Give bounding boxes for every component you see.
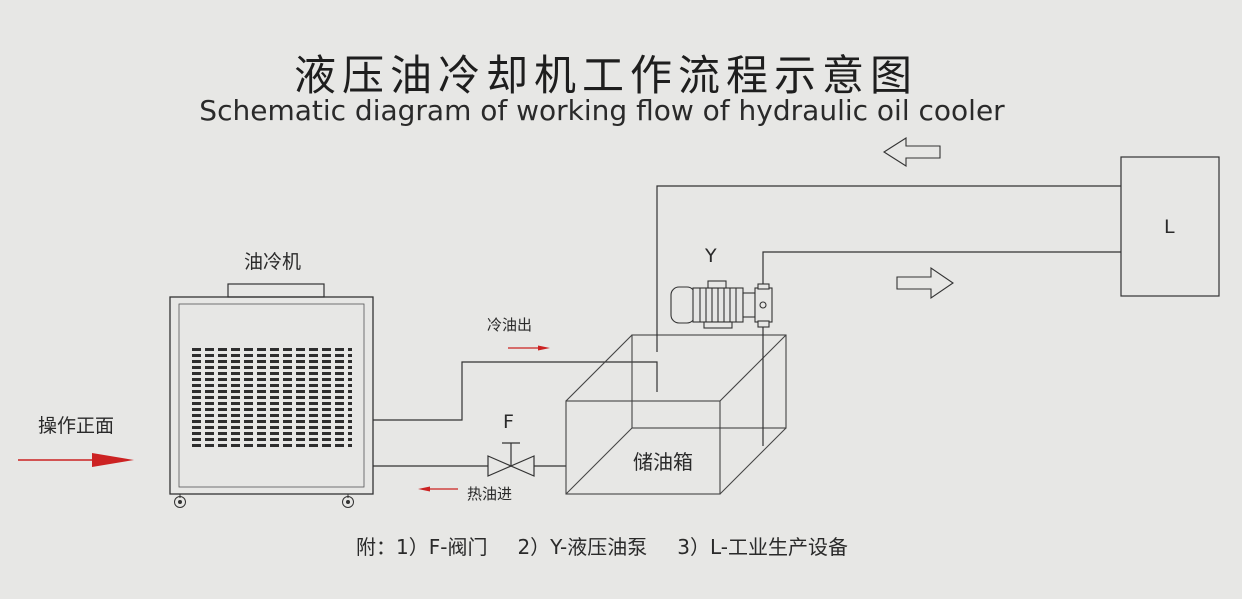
oil-tank-label: 储油箱 bbox=[633, 450, 693, 474]
return-pipe bbox=[656, 185, 1121, 352]
return-flow-hollow-arrow bbox=[882, 136, 941, 168]
cold-oil-out-pipe bbox=[373, 361, 658, 421]
chiller-wheel-left bbox=[174, 494, 186, 508]
supply-flow-hollow-arrow bbox=[896, 266, 954, 300]
oil-tank bbox=[565, 334, 787, 495]
operate-front-arrow bbox=[18, 453, 134, 467]
chiller-wheel-right bbox=[342, 494, 354, 508]
chiller-inner-frame bbox=[178, 303, 365, 488]
legend-prefix: 附： bbox=[356, 535, 396, 559]
equipment-l-label: L bbox=[1164, 216, 1175, 238]
equipment-l-box bbox=[1120, 156, 1220, 297]
pump-discharge-pipe bbox=[762, 251, 1121, 284]
chiller-body bbox=[169, 296, 374, 495]
valve-f-symbol bbox=[487, 442, 535, 477]
hot-oil-in-label: 热油进 bbox=[467, 485, 513, 503]
diagram-title-cn: 液压油冷却机工作流程示意图 bbox=[293, 51, 918, 100]
hot-oil-flow-arrow bbox=[418, 486, 458, 492]
legend-item-equipment: 3）L-工业生产设备 bbox=[677, 535, 848, 559]
oil-chiller-unit bbox=[169, 283, 374, 508]
legend-notes: 附：1）F-阀门 2）Y-液压油泵 3）L-工业生产设备 bbox=[0, 531, 1204, 560]
legend-item-pump: 2）Y-液压油泵 bbox=[517, 535, 648, 559]
legend-item-valve: 1）F-阀门 bbox=[396, 535, 488, 559]
chiller-label: 油冷机 bbox=[244, 251, 302, 273]
diagram-title-en: Schematic diagram of working flow of hyd… bbox=[199, 94, 1005, 127]
pump-y-symbol bbox=[670, 280, 773, 329]
cold-oil-flow-arrow bbox=[508, 345, 550, 351]
chiller-fin-grille bbox=[192, 348, 352, 448]
pump-y-label: Y bbox=[705, 245, 717, 267]
chiller-top-cap bbox=[227, 283, 325, 298]
valve-f-label: F bbox=[503, 411, 514, 433]
operate-front-label: 操作正面 bbox=[38, 415, 115, 437]
cold-oil-out-label: 冷油出 bbox=[487, 316, 533, 334]
